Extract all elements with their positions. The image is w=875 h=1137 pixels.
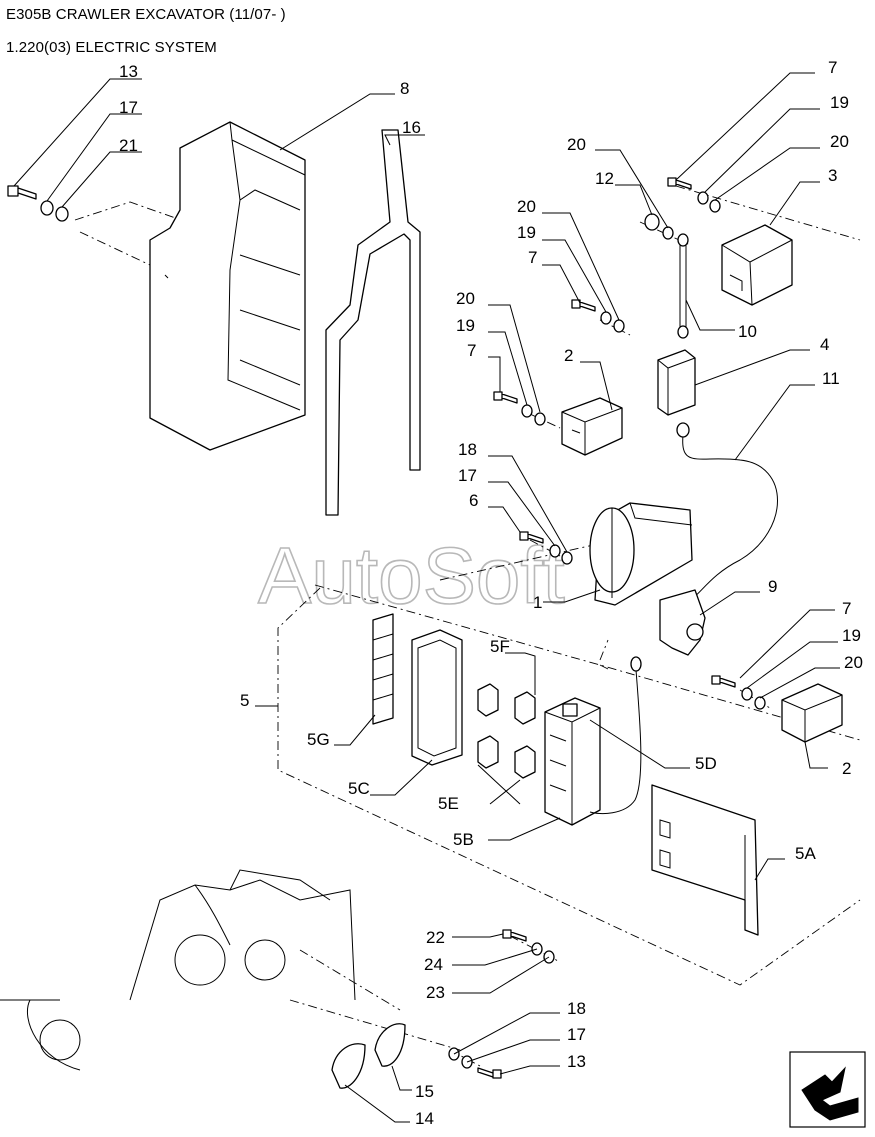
watermark: AutoSoft: [258, 531, 565, 620]
callout-5A: 5A: [795, 844, 816, 863]
relay-part-3: [721, 224, 793, 306]
relay-part-4: [657, 349, 696, 416]
callout-9: 9: [768, 577, 777, 596]
control-unit-part-1: [589, 502, 693, 606]
leader-lines: [13, 72, 840, 1123]
callout-5G: 5G: [307, 730, 330, 749]
callout-14: 14: [415, 1109, 434, 1128]
callout-23: 23: [426, 983, 445, 1002]
callout-1: 1: [533, 593, 542, 612]
callout-17: 17: [567, 1025, 586, 1044]
callout-8: 8: [400, 79, 409, 98]
callout-6: 6: [469, 491, 478, 510]
callout-3: 3: [828, 166, 837, 185]
callout-24: 24: [424, 955, 443, 974]
callout-5B: 5B: [453, 830, 474, 849]
callout-19: 19: [456, 316, 475, 335]
cover-panel-part: [149, 121, 306, 451]
callout-7: 7: [467, 341, 476, 360]
callout-2: 2: [842, 759, 851, 778]
callout-13: 13: [119, 62, 138, 81]
callout-5F: 5F: [490, 637, 510, 656]
callout-16: 16: [402, 118, 421, 137]
callout-20: 20: [456, 289, 475, 308]
callout-18: 18: [458, 440, 477, 459]
bracket-part-9: [659, 589, 706, 656]
assembly-outline-cover: [74, 201, 616, 661]
callout-15: 15: [415, 1082, 434, 1101]
callout-10: 10: [738, 322, 757, 341]
callout-13: 13: [567, 1052, 586, 1071]
callout-7: 7: [842, 599, 851, 618]
bracket-rod-part: [325, 129, 421, 516]
callout-7: 7: [528, 248, 537, 267]
callout-20: 20: [567, 135, 586, 154]
callout-20: 20: [830, 132, 849, 151]
excavator-frame: [0, 869, 356, 1071]
callout-18: 18: [567, 999, 586, 1018]
clamps-14-15: [331, 1023, 406, 1089]
diagram-subtitle: 1.220(03) ELECTRIC SYSTEM: [6, 39, 217, 56]
cable-eyelet: [676, 422, 690, 438]
callout-17: 17: [458, 466, 477, 485]
callout-17: 17: [119, 98, 138, 117]
fuse-holder-5B: [544, 697, 601, 826]
callout-12: 12: [595, 169, 614, 188]
relay-part-2-lower: [781, 683, 843, 743]
ground-wire-5D: [589, 669, 642, 814]
callout-19: 19: [830, 93, 849, 112]
callout-5: 5: [240, 691, 249, 710]
wire-eyelet: [630, 656, 642, 672]
callout-20: 20: [844, 653, 863, 672]
bolts-and-washers: [7, 177, 766, 1079]
cable-part-11: [682, 434, 778, 601]
callout-4: 4: [820, 335, 829, 354]
next-page-button[interactable]: [789, 1051, 866, 1128]
assembly-outline-5: [277, 584, 861, 986]
diagram-title: E305B CRAWLER EXCAVATOR (11/07- ): [6, 6, 286, 23]
callout-2: 2: [564, 346, 573, 365]
callout-22: 22: [426, 928, 445, 947]
label-strip-5G: [372, 613, 394, 725]
fuse-cover-5C: [411, 629, 463, 766]
next-page-arrow-icon: [801, 1066, 859, 1121]
callout-7: 7: [828, 58, 837, 77]
callout-19: 19: [842, 626, 861, 645]
ground-link-part: [677, 233, 689, 339]
callout-19: 19: [517, 223, 536, 242]
fuses-5E-5F: [477, 683, 536, 779]
callout-5D: 5D: [695, 754, 717, 773]
relay-part-2-upper: [561, 397, 623, 456]
callout-5C: 5C: [348, 779, 370, 798]
callout-20: 20: [517, 197, 536, 216]
callout-21: 21: [119, 136, 138, 155]
mounting-plate-5A: [651, 784, 759, 936]
callout-11: 11: [822, 369, 840, 388]
callout-5E: 5E: [438, 794, 459, 813]
